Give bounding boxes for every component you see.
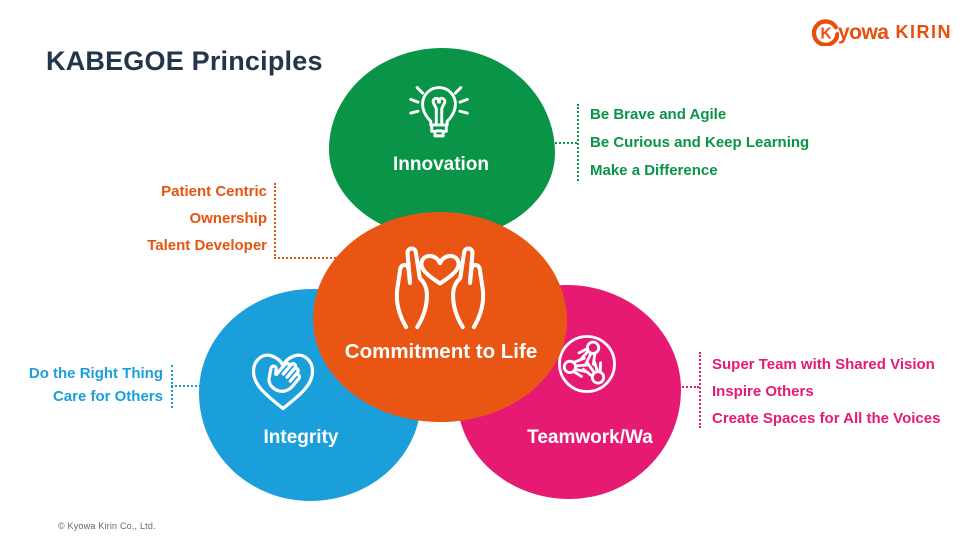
behavior-item: Inspire Others bbox=[712, 383, 814, 400]
teamwork-connector-vertical bbox=[699, 352, 701, 428]
behavior-item: Super Team with Shared Vision bbox=[712, 356, 935, 373]
innovation-connector-horizontal bbox=[548, 142, 577, 144]
innovation-connector-vertical bbox=[577, 104, 579, 181]
integrity-connector-horizontal bbox=[171, 385, 205, 387]
behavior-item: Do the Right Thing bbox=[28, 365, 163, 382]
behavior-item: Make a Difference bbox=[590, 162, 718, 179]
behavior-item: Create Spaces for All the Voices bbox=[712, 410, 941, 427]
behavior-item: Care for Others bbox=[52, 388, 163, 405]
teamwork-connector-horizontal bbox=[667, 386, 699, 388]
three-hands-circle-icon bbox=[550, 327, 624, 406]
logo-text-kirin: KIRIN bbox=[895, 22, 952, 42]
behavior-item: Patient Centric bbox=[161, 183, 267, 200]
copyright-text: © Kyowa Kirin Co., Ltd. bbox=[58, 521, 156, 531]
logo-text-yowa: yowa bbox=[837, 20, 889, 44]
behavior-item: Ownership bbox=[189, 210, 267, 227]
innovation-circle: Innovation bbox=[329, 48, 555, 239]
innovation-label: Innovation bbox=[392, 154, 490, 175]
commitment-circle: Commitment to Life bbox=[313, 212, 567, 422]
kyowa-kirin-logo: K yowa KIRIN bbox=[811, 19, 952, 46]
integrity-label: Integrity bbox=[263, 427, 339, 448]
behavior-item: Talent Developer bbox=[147, 237, 267, 254]
integrity-behaviors: Do the Right Thing Care for Others bbox=[29, 362, 163, 408]
commitment-label: Commitment to Life bbox=[344, 340, 538, 363]
commitment-connector-vertical bbox=[274, 183, 276, 259]
logo-k-swoosh-icon: K bbox=[811, 19, 839, 46]
commitment-behaviors: Patient Centric Ownership Talent Develop… bbox=[147, 178, 267, 259]
behavior-item: Be Brave and Agile bbox=[590, 106, 727, 123]
lightbulb-icon bbox=[398, 77, 480, 156]
hand-on-heart-icon bbox=[243, 343, 323, 422]
behavior-item: Be Curious and Keep Learning bbox=[590, 134, 810, 151]
hands-holding-heart-icon bbox=[377, 233, 503, 335]
teamwork-label: Teamwork/Wa bbox=[527, 427, 653, 448]
innovation-behaviors: Be Brave and Agile Be Curious and Keep L… bbox=[590, 101, 809, 185]
svg-text:K: K bbox=[821, 25, 832, 42]
page-title: KABEGOE Principles bbox=[46, 46, 323, 76]
commitment-connector-horizontal bbox=[274, 257, 336, 259]
teamwork-behaviors: Super Team with Shared Vision Inspire Ot… bbox=[712, 351, 940, 432]
